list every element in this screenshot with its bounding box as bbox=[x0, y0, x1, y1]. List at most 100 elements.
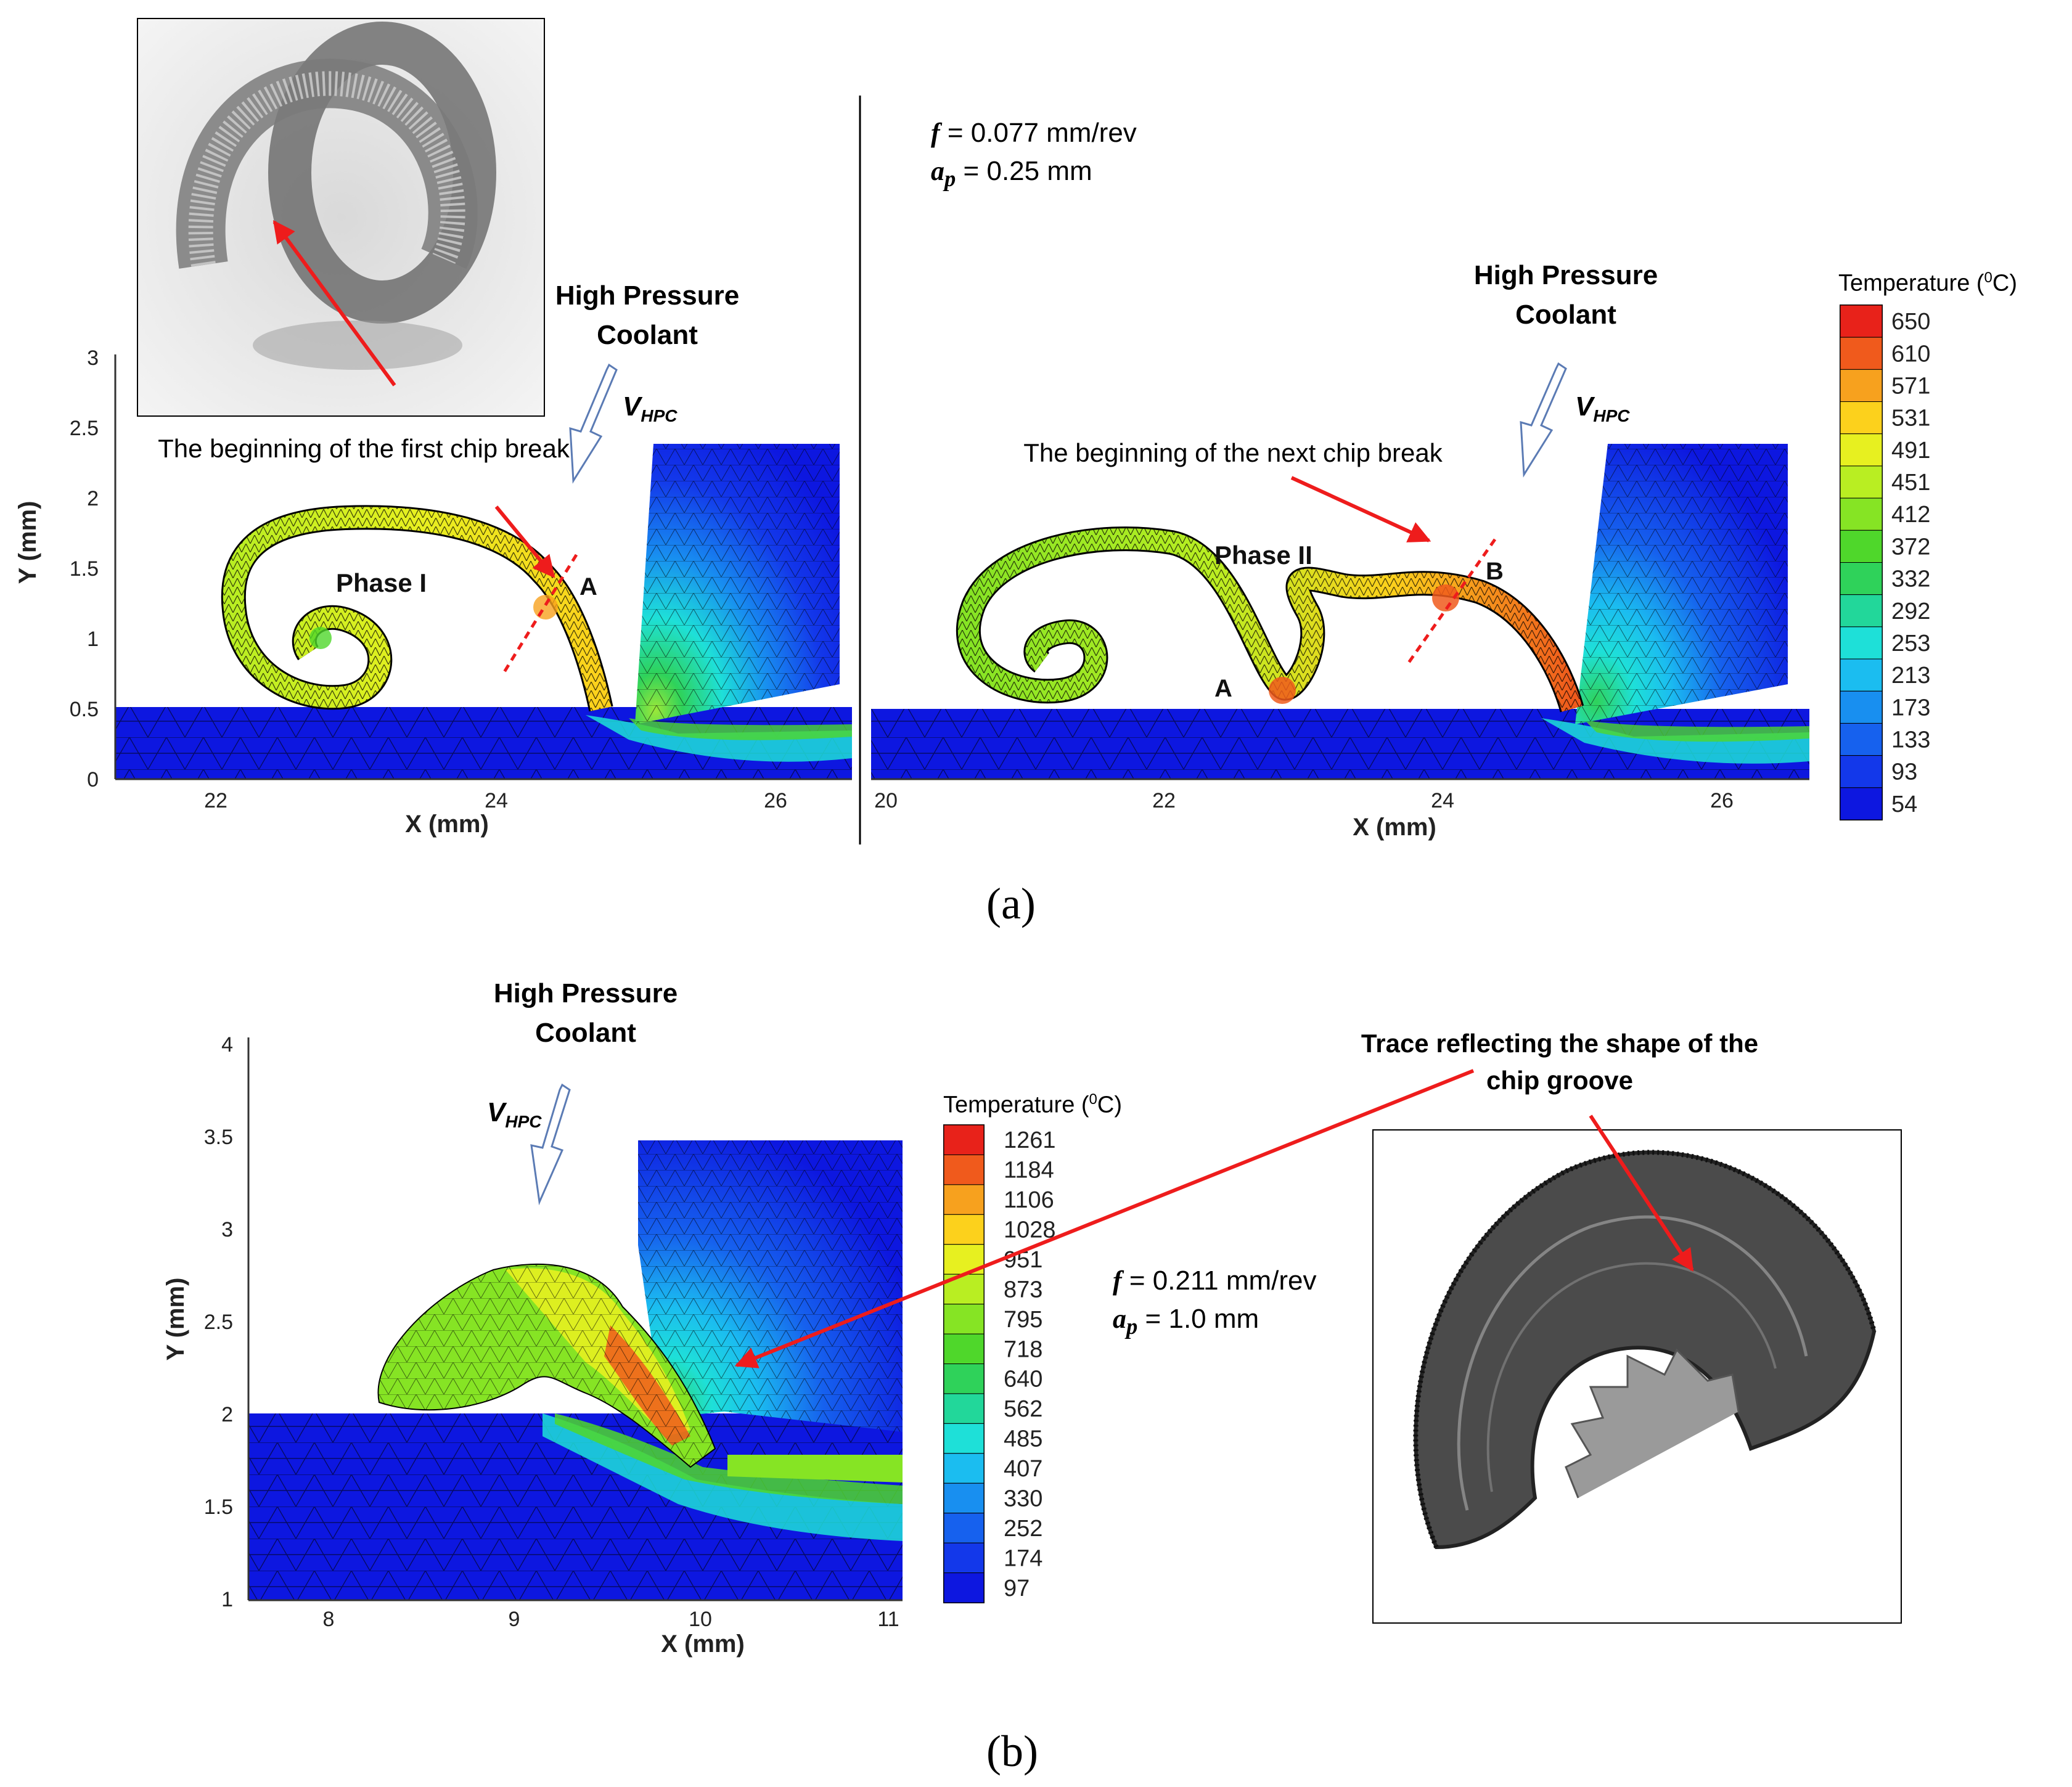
coolant-label-a-left: High Pressure Coolant bbox=[536, 276, 758, 355]
depth-symbol-a: a bbox=[931, 156, 944, 186]
colorbar-level: 1106 bbox=[1004, 1187, 1054, 1213]
colorbar-level: 133 bbox=[1891, 727, 1930, 753]
colorbar-title-b: Temperature (0C) bbox=[943, 1091, 1123, 1118]
colorbar-swatch bbox=[1840, 658, 1883, 692]
colorbar-swatch bbox=[1840, 690, 1883, 724]
chip-photo-b bbox=[1372, 1129, 1902, 1624]
colorbar-level: 571 bbox=[1891, 373, 1930, 399]
colorbar-b: 1261118411061028951873795718640562485407… bbox=[943, 1124, 1056, 1603]
arrow-photo-a bbox=[272, 220, 396, 386]
xticks-b: 8 9 10 11 bbox=[323, 1608, 899, 1631]
coolant-line2: Coolant bbox=[535, 1018, 636, 1048]
caption-a: (a) bbox=[986, 879, 1036, 928]
colorbar-swatch bbox=[943, 1513, 985, 1544]
depth-value-b: = 1.0 mm bbox=[1137, 1304, 1259, 1334]
colorbar-level: 252 bbox=[1004, 1516, 1042, 1542]
colorbar-swatch bbox=[943, 1304, 985, 1335]
ytick: 3 bbox=[221, 1218, 233, 1241]
chip-photo-a bbox=[137, 18, 545, 417]
colorbar-level: 451 bbox=[1891, 470, 1930, 496]
arrow-next-break bbox=[1290, 476, 1431, 542]
colorbar-swatch bbox=[1840, 433, 1883, 467]
ylabel-b: Y (mm) bbox=[162, 1278, 189, 1361]
plot-b bbox=[247, 1037, 903, 1601]
ylabel-a: Y (mm) bbox=[14, 501, 41, 584]
xtick: 9 bbox=[509, 1608, 520, 1631]
plot-a-left bbox=[114, 354, 852, 780]
colorbar-a: 6506105715314914514123723322922532131731… bbox=[1840, 305, 1930, 820]
colorbar-swatch bbox=[1840, 787, 1883, 820]
depth-symbol-b: a bbox=[1113, 1304, 1126, 1334]
colorbar-swatch bbox=[1840, 562, 1883, 595]
xtick: 24 bbox=[1431, 789, 1454, 812]
xtick: 22 bbox=[1152, 789, 1176, 812]
colorbar-level: 795 bbox=[1004, 1307, 1042, 1333]
colorbar-swatch bbox=[943, 1184, 985, 1215]
colorbar-swatch bbox=[943, 1364, 985, 1394]
ytick: 3.5 bbox=[204, 1126, 233, 1149]
coolant-label-b: High Pressure Coolant bbox=[475, 974, 697, 1053]
colorbar-swatch bbox=[943, 1482, 985, 1514]
colorbar-level: 292 bbox=[1891, 599, 1930, 624]
xtick: 24 bbox=[485, 789, 508, 812]
colorbar-swatch bbox=[1840, 401, 1883, 435]
colorbar-level: 97 bbox=[1004, 1576, 1030, 1601]
ytick: 0.5 bbox=[70, 698, 99, 721]
colorbar-swatch bbox=[1840, 497, 1883, 531]
colorbar-swatch bbox=[1840, 594, 1883, 628]
arrow-trace-to-photo bbox=[1589, 1114, 1694, 1272]
arrow-first-break bbox=[494, 505, 555, 578]
colorbar-level: 640 bbox=[1004, 1367, 1042, 1392]
ytick: 2 bbox=[87, 487, 99, 510]
ytick: 0 bbox=[87, 768, 99, 791]
colorbar-swatch bbox=[943, 1393, 985, 1424]
colorbar-level: 372 bbox=[1891, 534, 1930, 560]
colorbar-title-a: Temperature (0C) bbox=[1838, 269, 2018, 296]
coolant-line1: High Pressure bbox=[555, 280, 740, 311]
xlabel-a-right: X (mm) bbox=[1353, 814, 1436, 841]
phase-ii-label: Phase II bbox=[1214, 541, 1312, 570]
xtick: 26 bbox=[764, 789, 787, 812]
coolant-line2: Coolant bbox=[1515, 300, 1616, 330]
colorbar-level: 873 bbox=[1004, 1277, 1042, 1302]
colorbar-level: 407 bbox=[1004, 1456, 1042, 1482]
colorbar-swatch bbox=[943, 1572, 985, 1603]
feed-value-b: = 0.211 mm/rev bbox=[1121, 1266, 1317, 1296]
yticks-a: 0 0.5 1 1.5 2 2.5 3 bbox=[70, 346, 99, 791]
depth-sub-b: p bbox=[1126, 1313, 1138, 1339]
marker-b-right: B bbox=[1486, 558, 1504, 585]
ytick: 2.5 bbox=[204, 1311, 233, 1334]
colorbar-level: 173 bbox=[1891, 695, 1930, 721]
phase-i-label: Phase I bbox=[336, 568, 427, 597]
ytick: 1 bbox=[221, 1588, 233, 1611]
colorbar-swatch bbox=[1840, 465, 1883, 499]
vhpc-label-a-right: VHPC bbox=[1575, 391, 1630, 425]
feed-symbol-a: f bbox=[931, 118, 940, 148]
colorbar-swatch bbox=[1840, 305, 1883, 338]
xtick: 26 bbox=[1710, 789, 1734, 812]
plot-a-right bbox=[871, 444, 1809, 780]
colorbar-swatch bbox=[1840, 337, 1883, 370]
arrow-trace-to-sim bbox=[734, 1069, 1475, 1368]
feed-value-a: = 0.077 mm/rev bbox=[940, 118, 1137, 148]
colorbar-swatch bbox=[943, 1124, 985, 1155]
ytick: 4 bbox=[221, 1033, 233, 1057]
colorbar-level: 531 bbox=[1891, 406, 1930, 431]
coolant-line1: High Pressure bbox=[1473, 260, 1658, 290]
caption-b: (b) bbox=[986, 1727, 1038, 1776]
coolant-label-a-right: High Pressure Coolant bbox=[1455, 256, 1677, 335]
ytick: 2 bbox=[221, 1403, 233, 1426]
colorbar-swatch bbox=[1840, 369, 1883, 403]
coolant-line1: High Pressure bbox=[493, 978, 678, 1008]
colorbar-level: 174 bbox=[1004, 1545, 1042, 1571]
colorbar-swatch bbox=[1840, 722, 1883, 756]
coolant-arrow-b bbox=[530, 1083, 571, 1206]
depth-sub-a: p bbox=[944, 165, 956, 191]
ytick: 1.5 bbox=[204, 1495, 233, 1519]
colorbar-level: 1184 bbox=[1004, 1158, 1054, 1184]
yticks-b: 1 1.5 2 2.5 3 3.5 4 bbox=[204, 1033, 233, 1611]
params-b: f = 0.211 mm/rev ap = 1.0 mm bbox=[1113, 1262, 1317, 1346]
colorbar-level: 610 bbox=[1891, 341, 1930, 367]
colorbar-level: 253 bbox=[1891, 631, 1930, 656]
colorbar-level: 330 bbox=[1004, 1486, 1042, 1511]
